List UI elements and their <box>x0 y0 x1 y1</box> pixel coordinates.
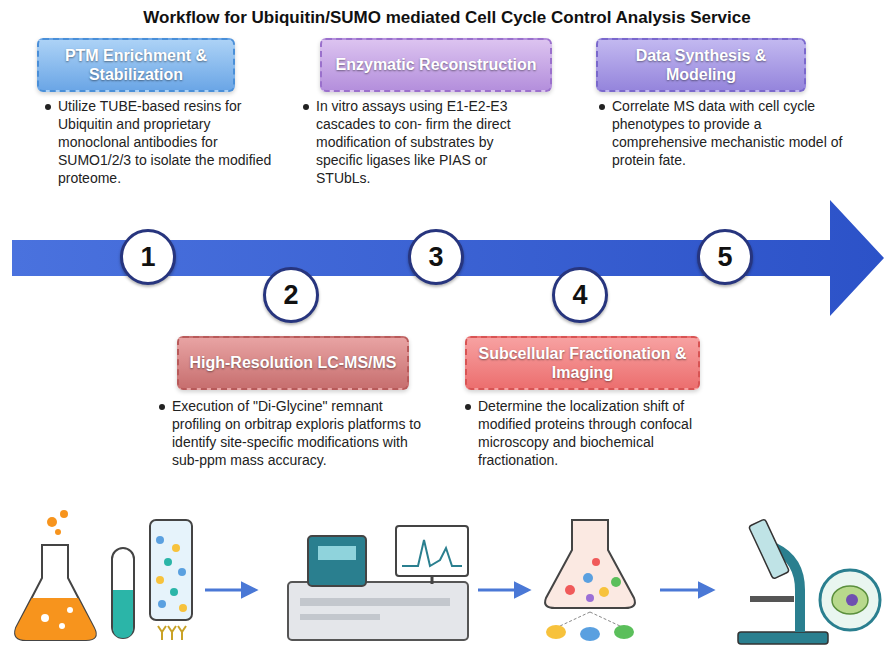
step-number-circle: 4 <box>552 267 608 323</box>
step-box: Subcellular Fractionation & ImagingDeter… <box>465 336 700 390</box>
flow-arrow <box>660 589 712 592</box>
flask-icon <box>15 510 96 640</box>
step-description: Determine the localization shift of modi… <box>462 398 706 470</box>
step-description: Execution of "Di-Glycine" remnant profil… <box>156 398 424 470</box>
timeline-arrow <box>12 200 884 316</box>
bullet-dot <box>599 104 605 110</box>
step-number-circle: 5 <box>697 229 753 285</box>
flow-arrow <box>205 589 255 592</box>
step-heading-box: PTM Enrichment & Stabilization <box>37 38 235 92</box>
step-description-text: Utilize TUBE-based resins for Ubiquitin … <box>58 98 271 186</box>
bullet-dot <box>159 404 165 410</box>
mass-spectrometer-icon <box>288 526 468 640</box>
step-number: 2 <box>283 280 298 311</box>
bullet-dot <box>465 404 471 410</box>
resin-column-icon <box>150 520 192 640</box>
bullet-dot <box>45 104 51 110</box>
step-box: PTM Enrichment & StabilizationUtilize TU… <box>37 38 235 92</box>
step-description: In vitro assays using E1-E2-E3 cascades … <box>300 98 540 188</box>
step-box: Enzymatic ReconstructionIn vitro assays … <box>320 38 552 92</box>
step-heading: Data Synthesis & Modeling <box>606 46 796 84</box>
diagram-title: Workflow for Ubiquitin/SUMO mediated Cel… <box>0 8 894 28</box>
step-box: High-Resolution LC-MS/MSExecution of "Di… <box>177 336 409 390</box>
step-heading-box: Data Synthesis & Modeling <box>596 38 806 92</box>
step-box: Data Synthesis & ModelingCorrelate MS da… <box>596 38 806 92</box>
step-heading-box: Subcellular Fractionation & Imaging <box>465 336 700 390</box>
bullet-dot <box>303 104 309 110</box>
step-heading: PTM Enrichment & Stabilization <box>47 46 225 84</box>
step-heading: High-Resolution LC-MS/MS <box>189 353 396 372</box>
step-description-text: In vitro assays using E1-E2-E3 cascades … <box>316 98 511 186</box>
step-description: Correlate MS data with cell cycle phenot… <box>596 98 846 170</box>
test-tube-icon <box>112 548 134 638</box>
step-number: 4 <box>572 280 587 311</box>
fraction-flask-icon <box>545 520 635 641</box>
step-heading: Subcellular Fractionation & Imaging <box>475 344 690 382</box>
microscope-icon <box>738 519 880 644</box>
step-description-text: Execution of "Di-Glycine" remnant profil… <box>172 398 421 468</box>
step-number: 1 <box>140 242 155 273</box>
step-heading-box: High-Resolution LC-MS/MS <box>177 336 409 390</box>
step-number-circle: 3 <box>408 229 464 285</box>
step-heading-box: Enzymatic Reconstruction <box>320 38 552 92</box>
step-number-circle: 1 <box>120 229 176 285</box>
step-description-text: Correlate MS data with cell cycle phenot… <box>612 98 842 168</box>
step-description: Utilize TUBE-based resins for Ubiquitin … <box>42 98 280 188</box>
step-number: 3 <box>428 242 443 273</box>
step-description-text: Determine the localization shift of modi… <box>478 398 692 468</box>
step-number-circle: 2 <box>263 267 319 323</box>
flow-arrow <box>478 589 528 592</box>
step-number: 5 <box>717 242 732 273</box>
step-heading: Enzymatic Reconstruction <box>336 55 537 74</box>
